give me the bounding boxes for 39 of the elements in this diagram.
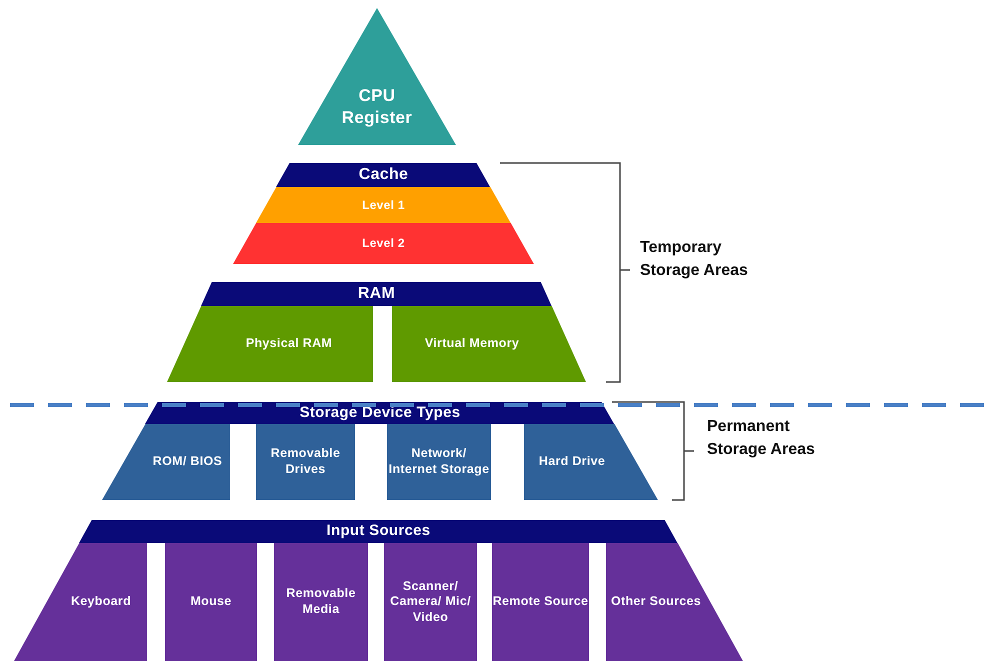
tier-label: CPU Register	[340, 85, 414, 128]
pyramid-tier	[298, 8, 456, 145]
tier-label: Removable Media	[285, 586, 357, 618]
tier-label: Network/ Internet Storage	[388, 446, 490, 478]
tier-label: Scanner/ Camera/ Mic/ Video	[389, 578, 472, 626]
input-block	[165, 543, 257, 661]
tier-label: Keyboard	[70, 594, 132, 610]
tier-label: Cache	[358, 165, 408, 185]
bracket-label: Permanent Storage Areas	[707, 417, 816, 460]
header-band	[79, 520, 678, 543]
tier-label: Physical RAM	[246, 336, 332, 352]
tier-label: Mouse	[190, 594, 232, 610]
input-block	[384, 543, 477, 661]
memory-block	[167, 306, 373, 382]
tier-label: Virtual Memory	[424, 336, 520, 352]
tier-label: Hard Drive	[538, 454, 606, 470]
storage-block	[524, 424, 658, 500]
tier-label: Removable Drives	[270, 446, 342, 478]
tier-label: Input Sources	[326, 522, 430, 541]
tier-label: Level 1	[362, 198, 405, 212]
input-block	[492, 543, 589, 661]
tier-label: Storage Device Types	[300, 404, 460, 422]
level-band	[256, 187, 511, 223]
storage-block	[102, 424, 230, 500]
memory-block	[392, 306, 586, 382]
tier-label: RAM	[358, 284, 396, 304]
level-band	[233, 223, 534, 264]
tier-label: ROM/ BIOS	[152, 454, 222, 470]
tier-label: Other Sources	[610, 594, 702, 610]
input-block	[606, 543, 743, 661]
bracket-label: Temporary Storage Areas	[640, 238, 749, 282]
input-block	[14, 543, 147, 661]
storage-block	[387, 424, 491, 500]
input-block	[274, 543, 368, 661]
tier-label: Remote Source	[492, 594, 588, 610]
storage-block	[256, 424, 355, 500]
tier-label: Level 2	[362, 236, 405, 251]
header-band	[201, 282, 552, 306]
header-band	[276, 163, 491, 187]
